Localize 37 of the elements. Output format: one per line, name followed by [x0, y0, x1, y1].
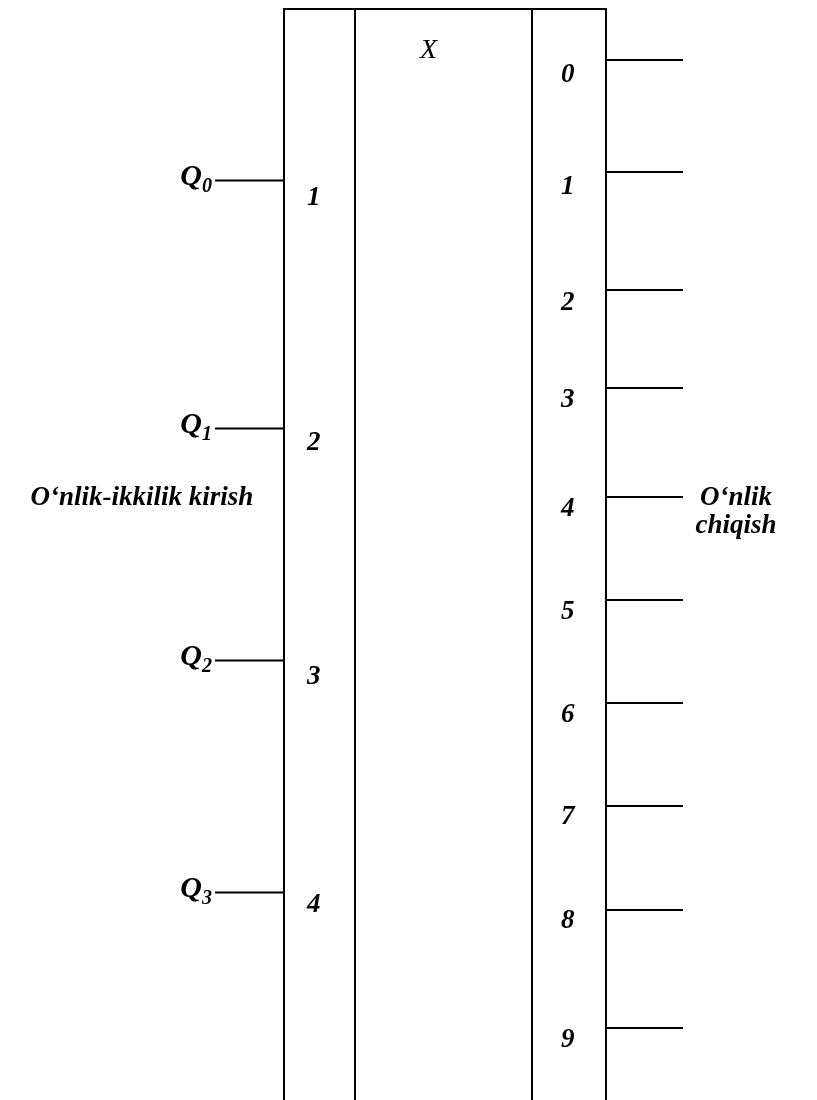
- output-line: [606, 599, 684, 601]
- pin-number: 2: [561, 288, 575, 315]
- output-line: [606, 289, 684, 291]
- output-group-label: O‘nlik chiqish: [694, 482, 778, 539]
- pin-number: 3: [307, 662, 321, 689]
- input-signal-label: Q$_{3}$: [180, 872, 212, 907]
- input-line: [214, 179, 284, 182]
- output-line: [606, 909, 684, 911]
- function-symbol: X: [420, 35, 438, 63]
- output-line: [606, 1027, 684, 1029]
- decoder-column: [531, 8, 607, 1100]
- pin-number: 4: [307, 890, 321, 917]
- input-line: [214, 659, 284, 662]
- output-line: [606, 387, 684, 389]
- pin-number: 4: [561, 494, 575, 521]
- pin-number: 3: [561, 385, 575, 412]
- pin-number: 6: [561, 700, 575, 727]
- input-line: [214, 891, 284, 894]
- output-line: [606, 805, 684, 807]
- input-signal-label: Q$_{0}$: [180, 160, 212, 195]
- input-signal-label: Q$_{1}$: [180, 408, 212, 443]
- decoder-column: [283, 8, 356, 1100]
- output-line: [606, 171, 684, 173]
- input-group-label: O‘nlik-ikkilik kirish: [29, 482, 255, 511]
- input-signal-label: Q$_{2}$: [180, 640, 212, 675]
- pin-number: 2: [307, 428, 321, 455]
- output-line: [606, 59, 684, 61]
- input-line: [214, 427, 284, 430]
- pin-number: 0: [561, 60, 575, 87]
- pin-number: 1: [307, 183, 321, 210]
- pin-number: 5: [561, 597, 575, 624]
- pin-number: 7: [561, 802, 575, 829]
- output-line: [606, 702, 684, 704]
- pin-number: 8: [561, 906, 575, 933]
- pin-number: 9: [561, 1025, 575, 1052]
- pin-number: 1: [561, 172, 575, 199]
- output-line: [606, 496, 684, 498]
